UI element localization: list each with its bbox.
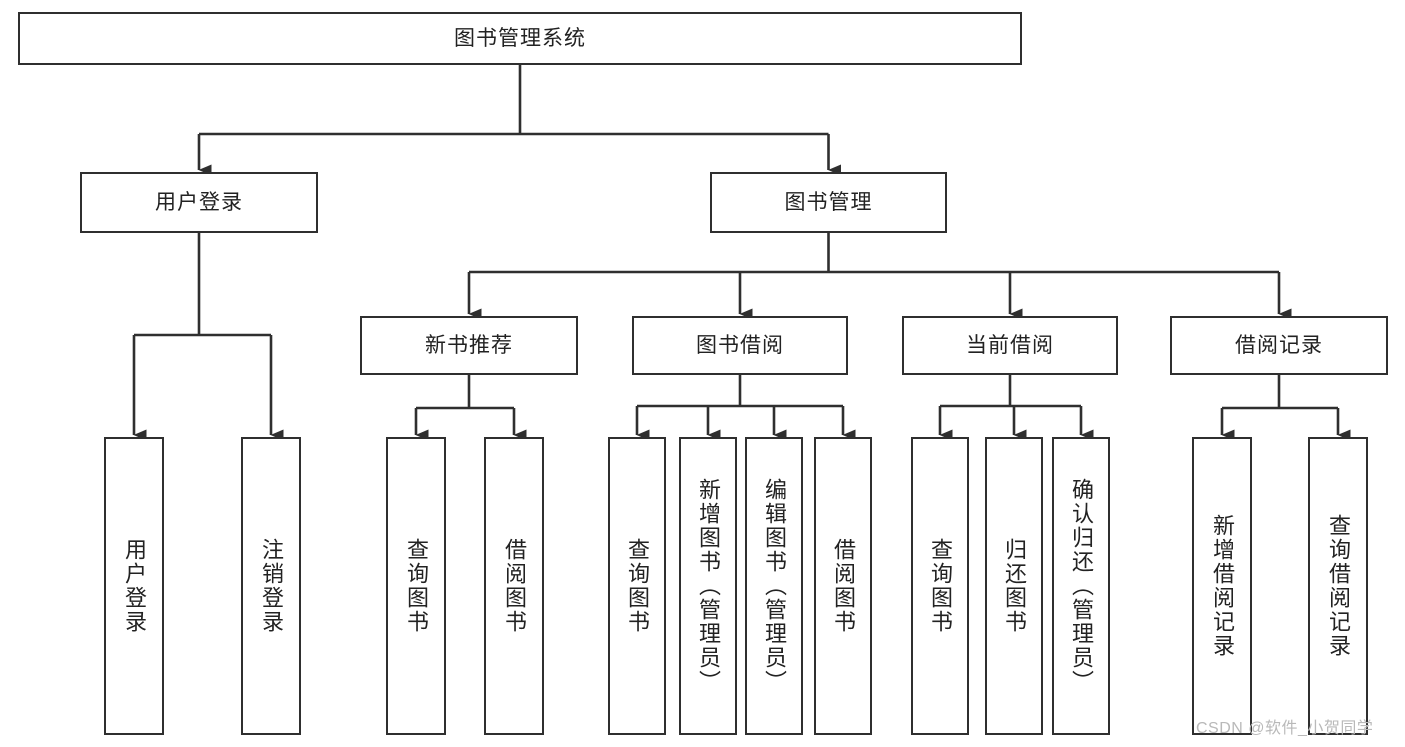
- leaf-label: 借阅图书: [830, 538, 856, 634]
- leaf-label: 查询图书: [624, 538, 650, 634]
- leaf-label: 用户登录: [121, 538, 147, 634]
- leaf-borrow-book-recommend[interactable]: 借阅图书: [484, 437, 544, 735]
- leaf-query-book-current[interactable]: 查询图书: [911, 437, 969, 735]
- leaf-label: 查询图书: [403, 538, 429, 634]
- leaf-return-book[interactable]: 归还图书: [985, 437, 1043, 735]
- csdn-watermark: CSDN @软件_小贺同学: [1196, 720, 1374, 737]
- leaf-label: 借阅图书: [501, 538, 527, 634]
- leaf-confirm-return-admin[interactable]: 确认归还（管理员）: [1052, 437, 1110, 735]
- leaf-query-borrow-record[interactable]: 查询借阅记录: [1308, 437, 1368, 735]
- leaf-logout[interactable]: 注销登录: [241, 437, 301, 735]
- node-book-borrow[interactable]: 图书借阅: [632, 316, 848, 375]
- node-current-borrow[interactable]: 当前借阅: [902, 316, 1118, 375]
- leaf-label: 确认归还（管理员）: [1068, 478, 1094, 694]
- leaf-label: 注销登录: [258, 538, 284, 634]
- leaf-query-book-recommend[interactable]: 查询图书: [386, 437, 446, 735]
- leaf-label: 查询图书: [927, 538, 953, 634]
- node-book-management[interactable]: 图书管理: [710, 172, 947, 233]
- leaf-label: 编辑图书（管理员）: [761, 478, 787, 694]
- node-root[interactable]: 图书管理系统: [18, 12, 1022, 65]
- leaf-add-borrow-record[interactable]: 新增借阅记录: [1192, 437, 1252, 735]
- node-new-book-recommend[interactable]: 新书推荐: [360, 316, 578, 375]
- leaf-label: 归还图书: [1001, 538, 1027, 634]
- leaf-label: 新增借阅记录: [1209, 514, 1235, 658]
- leaf-add-book-admin[interactable]: 新增图书（管理员）: [679, 437, 737, 735]
- leaf-user-login[interactable]: 用户登录: [104, 437, 164, 735]
- leaf-edit-book-admin[interactable]: 编辑图书（管理员）: [745, 437, 803, 735]
- leaf-borrow-book[interactable]: 借阅图书: [814, 437, 872, 735]
- leaf-label: 新增图书（管理员）: [695, 478, 721, 694]
- leaf-label: 查询借阅记录: [1325, 514, 1351, 658]
- leaf-query-book-borrow[interactable]: 查询图书: [608, 437, 666, 735]
- node-borrow-record[interactable]: 借阅记录: [1170, 316, 1388, 375]
- node-user-login[interactable]: 用户登录: [80, 172, 318, 233]
